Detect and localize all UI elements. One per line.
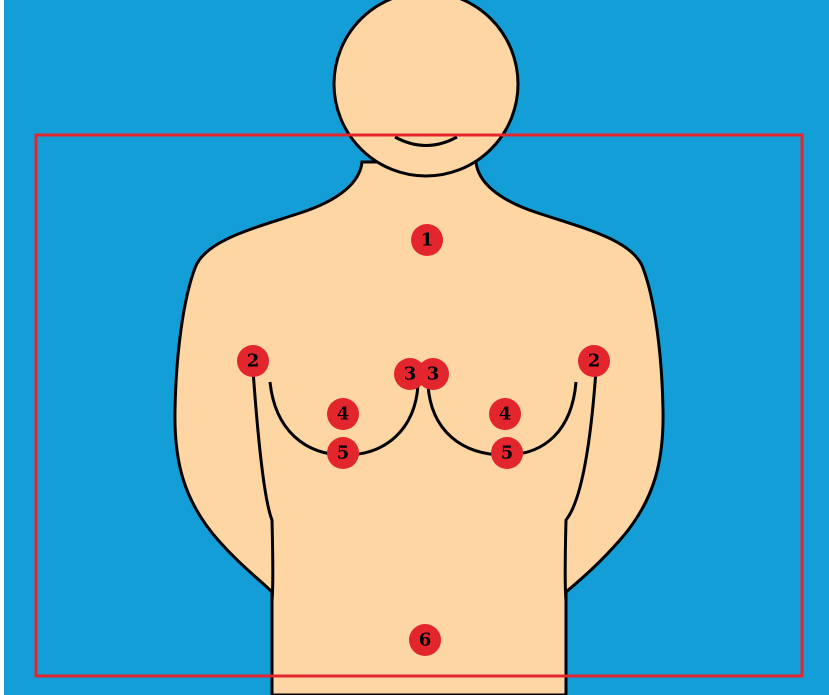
marker-label: 4 — [499, 404, 512, 425]
marker-2-right: 2 — [578, 345, 610, 377]
marker-label: 3 — [427, 364, 440, 385]
marker-label: 1 — [421, 230, 434, 251]
marker-label: 6 — [419, 630, 432, 651]
marker-label: 5 — [501, 443, 514, 464]
marker-5-right: 5 — [491, 437, 523, 469]
marker-4-right: 4 — [489, 398, 521, 430]
marker-1: 1 — [411, 224, 443, 256]
marker-4-left: 4 — [327, 398, 359, 430]
marker-5-left: 5 — [327, 437, 359, 469]
marker-label: 3 — [404, 364, 417, 385]
marker-label: 4 — [337, 404, 350, 425]
head — [334, 0, 518, 176]
marker-label: 2 — [588, 351, 601, 372]
marker-3-right: 3 — [417, 358, 449, 390]
marker-6: 6 — [409, 624, 441, 656]
marker-2-left: 2 — [237, 345, 269, 377]
marker-label: 5 — [337, 443, 350, 464]
marker-label: 2 — [247, 351, 260, 372]
